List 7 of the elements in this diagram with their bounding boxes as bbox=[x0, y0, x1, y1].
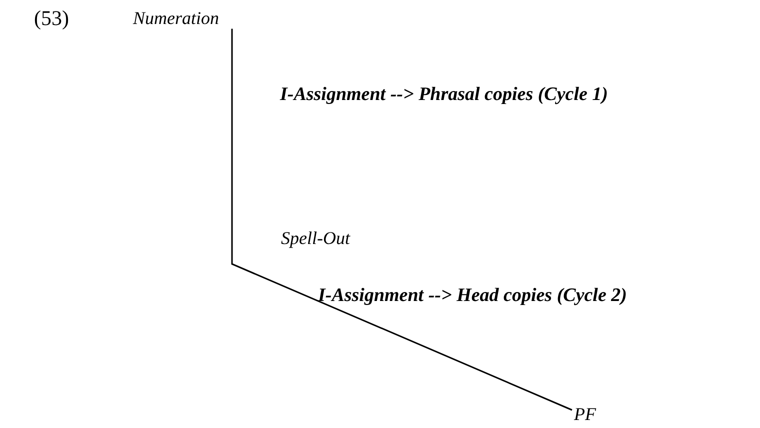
annotation-text: I-Assignment --> Head copies (Cycle 2) bbox=[318, 285, 627, 307]
derivation-line bbox=[231, 28, 572, 411]
stage-label: PF bbox=[574, 404, 596, 425]
stage-label: Numeration bbox=[133, 8, 220, 29]
stage-label: Spell-Out bbox=[281, 228, 350, 249]
example-number: (53) bbox=[34, 6, 69, 30]
annotation-text: I-Assignment --> Phrasal copies (Cycle 1) bbox=[280, 84, 608, 106]
